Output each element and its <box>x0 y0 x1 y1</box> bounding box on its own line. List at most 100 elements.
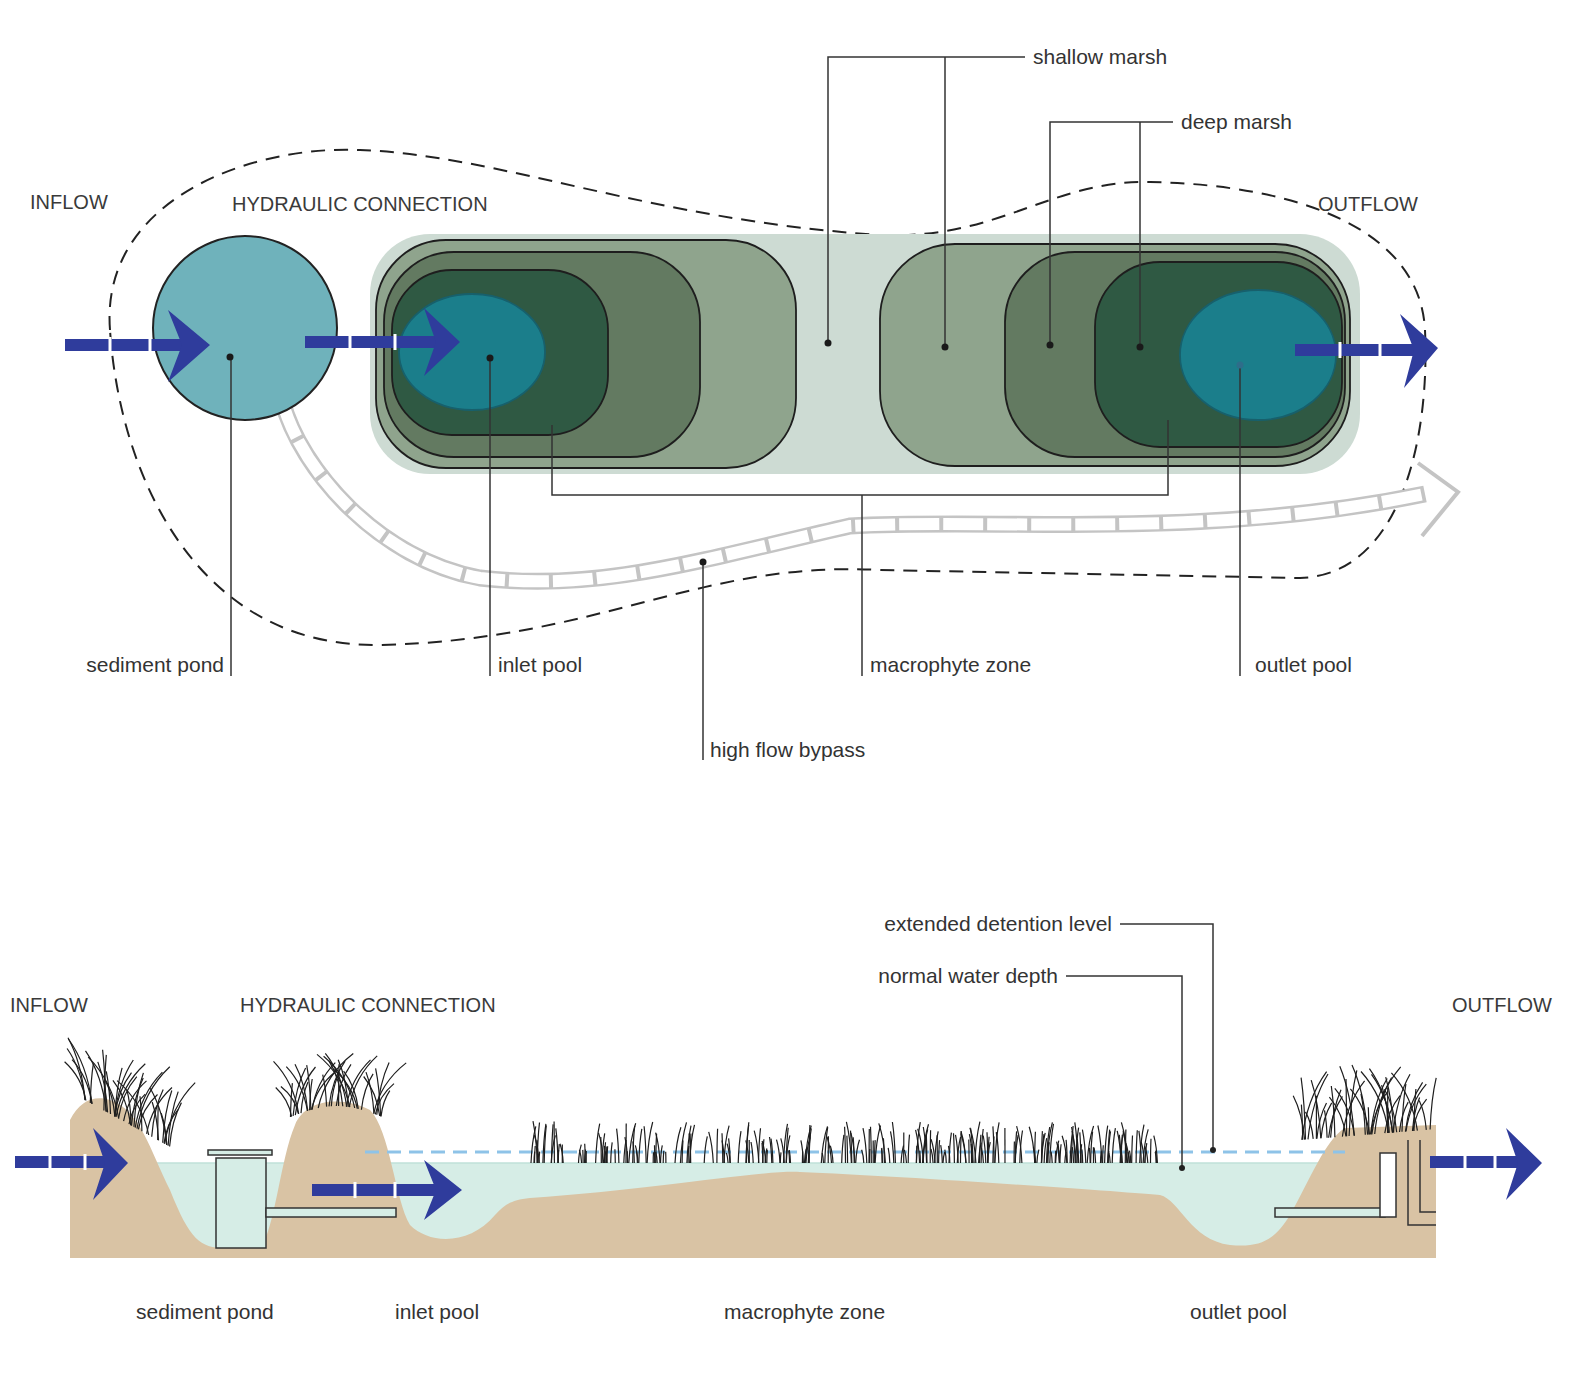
callout-label: normal water depth <box>878 963 1058 989</box>
grass-blade <box>1316 1096 1317 1139</box>
inlet-lobe <box>376 240 796 468</box>
grass-blade <box>301 1082 308 1113</box>
grass-blade <box>1072 1127 1076 1163</box>
callout-label: inlet pool <box>395 1299 479 1325</box>
grass-blade <box>789 1150 790 1163</box>
grass-blade <box>1004 1128 1005 1163</box>
wetland-haze <box>370 234 1360 474</box>
grass-blade <box>801 1140 804 1163</box>
grass-blade <box>635 1145 638 1163</box>
grass-blade <box>687 1126 691 1163</box>
grass-blade <box>853 1137 854 1163</box>
grass-blade <box>930 1130 932 1163</box>
grass-blade <box>543 1124 546 1163</box>
grass-blade <box>675 1127 681 1163</box>
grass-blade <box>690 1133 692 1163</box>
grass-blade <box>777 1140 781 1163</box>
grass-blade <box>851 1133 855 1163</box>
grass-blade <box>690 1125 695 1163</box>
grass-blade <box>821 1126 827 1163</box>
section-arrows <box>15 1128 1542 1220</box>
leader-dot <box>1210 1147 1216 1153</box>
grass-blade <box>802 1152 803 1164</box>
grass-blade <box>644 1126 646 1163</box>
grass-blade <box>919 1151 921 1163</box>
sediment-riser <box>208 1150 396 1248</box>
grass-blade <box>888 1148 890 1163</box>
grass-blade <box>969 1134 972 1163</box>
grass-blade <box>152 1090 164 1137</box>
grass-blade <box>1329 1097 1346 1136</box>
sediment-pond <box>153 236 337 420</box>
grass-blade <box>968 1140 969 1164</box>
grass-blade <box>1108 1130 1110 1163</box>
callout-label: high flow bypass <box>710 737 865 763</box>
grass-blade <box>846 1122 851 1163</box>
grass-blade <box>585 1150 586 1164</box>
grass-blade <box>625 1123 626 1163</box>
grass-blade <box>1062 1136 1067 1163</box>
grass-blade <box>1121 1122 1127 1163</box>
grass-blade <box>1041 1131 1043 1163</box>
grass-blade <box>983 1136 986 1164</box>
grass-blade <box>617 1129 619 1163</box>
grass-blade <box>586 1151 587 1163</box>
callout-label: OUTFLOW <box>1318 191 1418 217</box>
grass-blade <box>552 1124 554 1163</box>
callout-label: macrophyte zone <box>724 1299 885 1325</box>
grass-blade <box>346 1060 370 1107</box>
grass-blade <box>86 1051 107 1112</box>
grass-blade <box>1072 1147 1073 1163</box>
grass-blade <box>656 1133 660 1163</box>
grass-blade <box>584 1144 586 1163</box>
grass-blade <box>903 1133 904 1164</box>
grass-blade <box>1015 1135 1018 1163</box>
grass-blade <box>1112 1128 1115 1163</box>
grass-blade <box>956 1135 959 1163</box>
grass-blade <box>281 1087 299 1115</box>
outlet-structure <box>1275 1140 1436 1225</box>
grass-blade <box>1400 1102 1409 1132</box>
grass-blade <box>1047 1122 1052 1163</box>
callout-label: deep marsh <box>1181 109 1292 135</box>
grass-blade <box>1093 1147 1094 1163</box>
grass-blade <box>127 1090 131 1126</box>
grass-blade <box>329 1061 345 1106</box>
grass-blade <box>138 1095 157 1130</box>
grass-blade <box>605 1142 606 1163</box>
grass-blade <box>759 1128 761 1163</box>
grass-blade <box>556 1128 558 1163</box>
callout-label: sediment pond <box>86 652 224 678</box>
grass-blade <box>689 1133 691 1163</box>
callout-label: HYDRAULIC CONNECTION <box>240 992 496 1018</box>
grass-blade <box>1017 1126 1022 1163</box>
grass-blade <box>709 1132 714 1163</box>
flow-arrows <box>65 308 1438 388</box>
vegetation <box>65 1038 1437 1163</box>
callout-label: outlet pool <box>1255 652 1352 678</box>
grass-blade <box>629 1123 636 1163</box>
grass-blade <box>1060 1144 1061 1163</box>
grass-blade <box>654 1145 655 1163</box>
grass-blade <box>88 1057 119 1118</box>
grass-blade <box>633 1141 634 1163</box>
grass-blade <box>274 1061 299 1114</box>
grass-blade <box>788 1151 790 1164</box>
grass-blade <box>165 1083 196 1144</box>
grass-blade <box>908 1135 909 1163</box>
grass-blade <box>1150 1139 1152 1163</box>
grass-blade <box>611 1142 613 1163</box>
grass-blade <box>746 1122 748 1163</box>
grass-blade <box>625 1137 628 1163</box>
grass-blade <box>325 1053 346 1106</box>
grass-blade <box>1120 1132 1124 1163</box>
grass-blade <box>639 1129 642 1163</box>
grass-blade <box>1375 1078 1392 1135</box>
grass-blade <box>945 1150 947 1163</box>
grass-blade <box>579 1145 582 1163</box>
site-boundary <box>110 150 1426 645</box>
grass-blade <box>1102 1145 1104 1163</box>
grass-blade <box>868 1129 869 1163</box>
